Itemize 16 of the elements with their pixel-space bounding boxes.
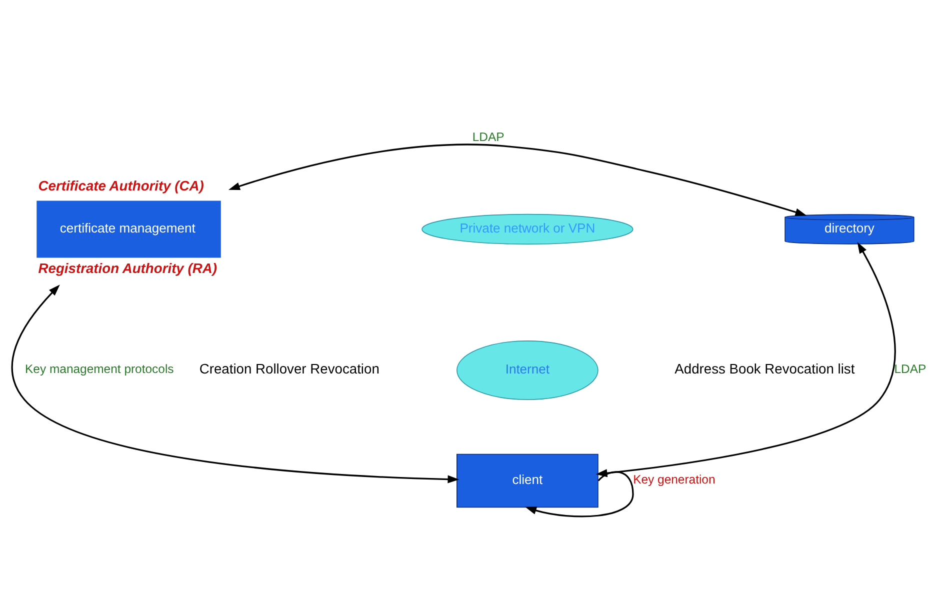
label: Creation Rollover Revocation (199, 360, 380, 377)
edge-label: LDAP (894, 362, 926, 376)
arrow (228, 144, 807, 216)
node-ellipse: Private network or VPN (422, 214, 634, 245)
node-label: Certificate Authority (CA) (38, 178, 204, 194)
edge-label: LDAP (472, 130, 504, 144)
arrow (525, 471, 634, 518)
node-box: certificate management (36, 200, 221, 258)
node-label: Registration Authority (RA) (38, 260, 217, 276)
arrow (596, 242, 896, 478)
label: Address Book Revocation list (674, 360, 855, 377)
edge-label: Key generation (633, 472, 716, 487)
node-ellipse: Internet (456, 340, 598, 400)
node-box: client (456, 454, 598, 508)
arrow (11, 284, 460, 484)
edge-label: Key management protocols (25, 362, 174, 376)
